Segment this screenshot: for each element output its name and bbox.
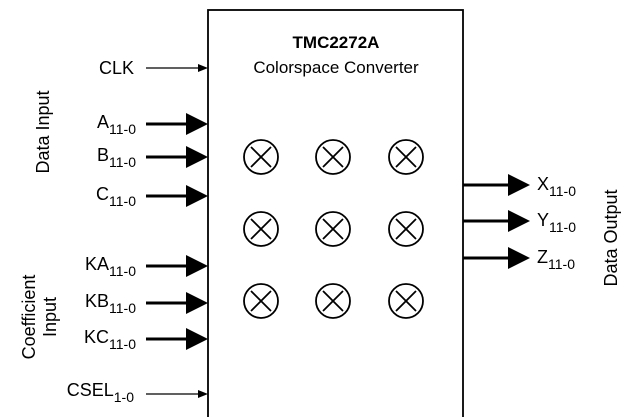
output-y-label: Y bbox=[537, 210, 549, 230]
svg-text:Z11-0: Z11-0 bbox=[537, 247, 575, 272]
input-b: B11-0 bbox=[97, 145, 208, 170]
output-x-label: X bbox=[537, 174, 549, 194]
input-csel-sub: 1-0 bbox=[114, 389, 134, 405]
input-a: A11-0 bbox=[97, 112, 208, 137]
input-ka-label: KA bbox=[85, 254, 109, 274]
data-output-group-label: Data Output bbox=[601, 189, 621, 286]
input-ka-sub: 11-0 bbox=[109, 263, 136, 279]
input-csel-label: CSEL bbox=[67, 380, 114, 400]
input-kc-label: KC bbox=[84, 327, 109, 347]
output-y-sub: 11-0 bbox=[549, 219, 576, 235]
svg-text:B11-0: B11-0 bbox=[97, 145, 136, 170]
input-a-label: A bbox=[97, 112, 109, 132]
input-b-label: B bbox=[97, 145, 109, 165]
svg-text:X11-0: X11-0 bbox=[537, 174, 576, 199]
multiply-circle-icon bbox=[243, 211, 279, 247]
input-kb: KB11-0 bbox=[85, 291, 208, 316]
input-ka: KA11-0 bbox=[85, 254, 208, 279]
multiply-circle-icon bbox=[388, 139, 424, 175]
svg-text:CSEL1-0: CSEL1-0 bbox=[67, 380, 134, 405]
input-c: C11-0 bbox=[96, 184, 208, 209]
svg-text:KC11-0: KC11-0 bbox=[84, 327, 136, 352]
svg-text:Y11-0: Y11-0 bbox=[537, 210, 576, 235]
svg-text:CLK: CLK bbox=[99, 58, 134, 78]
output-x: X11-0 bbox=[463, 174, 576, 199]
output-y: Y11-0 bbox=[463, 210, 576, 235]
multiply-circle-icon bbox=[315, 283, 351, 319]
multiply-circle-icon bbox=[388, 283, 424, 319]
coefficient-input-group-label-line1: Coefficient bbox=[19, 275, 39, 360]
output-z-sub: 11-0 bbox=[548, 256, 575, 272]
input-csel: CSEL1-0 bbox=[67, 380, 208, 405]
input-c-sub: 11-0 bbox=[109, 193, 136, 209]
input-b-sub: 11-0 bbox=[109, 154, 136, 170]
block-subtitle: Colorspace Converter bbox=[253, 58, 419, 77]
multiply-circle-icon bbox=[243, 139, 279, 175]
multiply-circle-icon bbox=[388, 211, 424, 247]
svg-text:C11-0: C11-0 bbox=[96, 184, 136, 209]
svg-text:A11-0: A11-0 bbox=[97, 112, 136, 137]
output-x-sub: 11-0 bbox=[549, 183, 576, 199]
input-kb-label: KB bbox=[85, 291, 109, 311]
input-clk: CLK bbox=[99, 58, 208, 78]
multiplier-grid bbox=[243, 139, 424, 319]
input-kc: KC11-0 bbox=[84, 327, 208, 352]
input-c-label: C bbox=[96, 184, 109, 204]
multiply-circle-icon bbox=[315, 211, 351, 247]
multiply-circle-icon bbox=[243, 283, 279, 319]
svg-text:KB11-0: KB11-0 bbox=[85, 291, 136, 316]
data-input-group-label: Data Input bbox=[33, 90, 53, 173]
input-kc-sub: 11-0 bbox=[109, 336, 136, 352]
output-z: Z11-0 bbox=[463, 247, 575, 272]
svg-text:KA11-0: KA11-0 bbox=[85, 254, 136, 279]
converter-block bbox=[207, 9, 464, 417]
input-clk-label: CLK bbox=[99, 58, 134, 78]
block-title: TMC2272A bbox=[293, 33, 380, 52]
coefficient-input-group-label-line2: Input bbox=[40, 297, 60, 337]
multiply-circle-icon bbox=[315, 139, 351, 175]
input-kb-sub: 11-0 bbox=[109, 300, 136, 316]
input-a-sub: 11-0 bbox=[109, 121, 136, 137]
output-z-label: Z bbox=[537, 247, 548, 267]
